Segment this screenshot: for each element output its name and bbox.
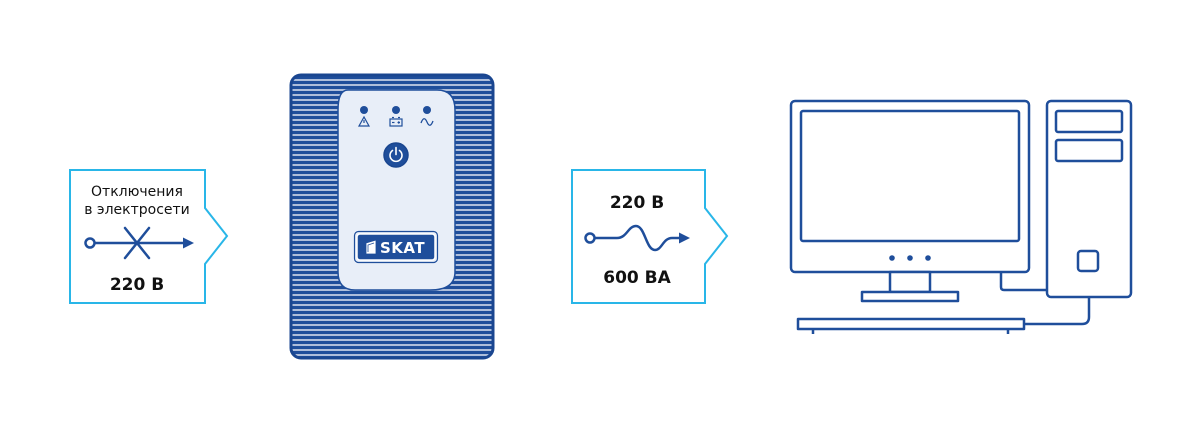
battery-icon bbox=[389, 116, 403, 127]
ups-unit: SKAT bbox=[289, 73, 495, 360]
input-label-line1: Отключения bbox=[91, 184, 183, 200]
led-battery bbox=[392, 106, 400, 114]
monitor-led bbox=[907, 255, 913, 261]
warning-icon bbox=[357, 115, 371, 127]
output-box: 220 В 600 ВА bbox=[571, 169, 729, 304]
monitor-base bbox=[860, 290, 960, 303]
output-voltage: 220 В bbox=[610, 193, 664, 213]
led-warning bbox=[360, 106, 368, 114]
monitor-neck bbox=[888, 270, 932, 294]
keyboard-cable bbox=[1024, 297, 1091, 326]
brand-logo-mark bbox=[365, 239, 377, 255]
monitor-led bbox=[925, 255, 931, 261]
input-voltage: 220 В bbox=[110, 275, 164, 295]
output-box-frame bbox=[571, 169, 729, 304]
input-box-frame bbox=[69, 169, 229, 304]
indicator-leds bbox=[357, 106, 434, 127]
monitor-screen bbox=[799, 109, 1021, 243]
ac-wave-icon bbox=[420, 118, 434, 126]
drive-bay bbox=[1054, 138, 1124, 163]
brand-badge: SKAT bbox=[353, 230, 439, 264]
input-label-line2: в электросети bbox=[84, 202, 190, 218]
monitor-led bbox=[889, 255, 895, 261]
keyboard bbox=[796, 317, 1026, 331]
ups-body-outline bbox=[289, 73, 495, 360]
power-button[interactable] bbox=[383, 142, 409, 168]
brand-name: SKAT bbox=[380, 239, 425, 257]
sine-wave-line-icon bbox=[584, 224, 690, 252]
drive-bay bbox=[1054, 109, 1124, 134]
broken-line-icon bbox=[84, 226, 194, 260]
power-icon bbox=[389, 146, 403, 163]
led-ac bbox=[423, 106, 431, 114]
computer bbox=[789, 99, 1133, 334]
power-switch bbox=[1076, 249, 1100, 273]
input-box: Отключения в электросети 220 В bbox=[69, 169, 229, 304]
monitor-cable bbox=[999, 272, 1047, 292]
output-power: 600 ВА bbox=[603, 268, 671, 288]
